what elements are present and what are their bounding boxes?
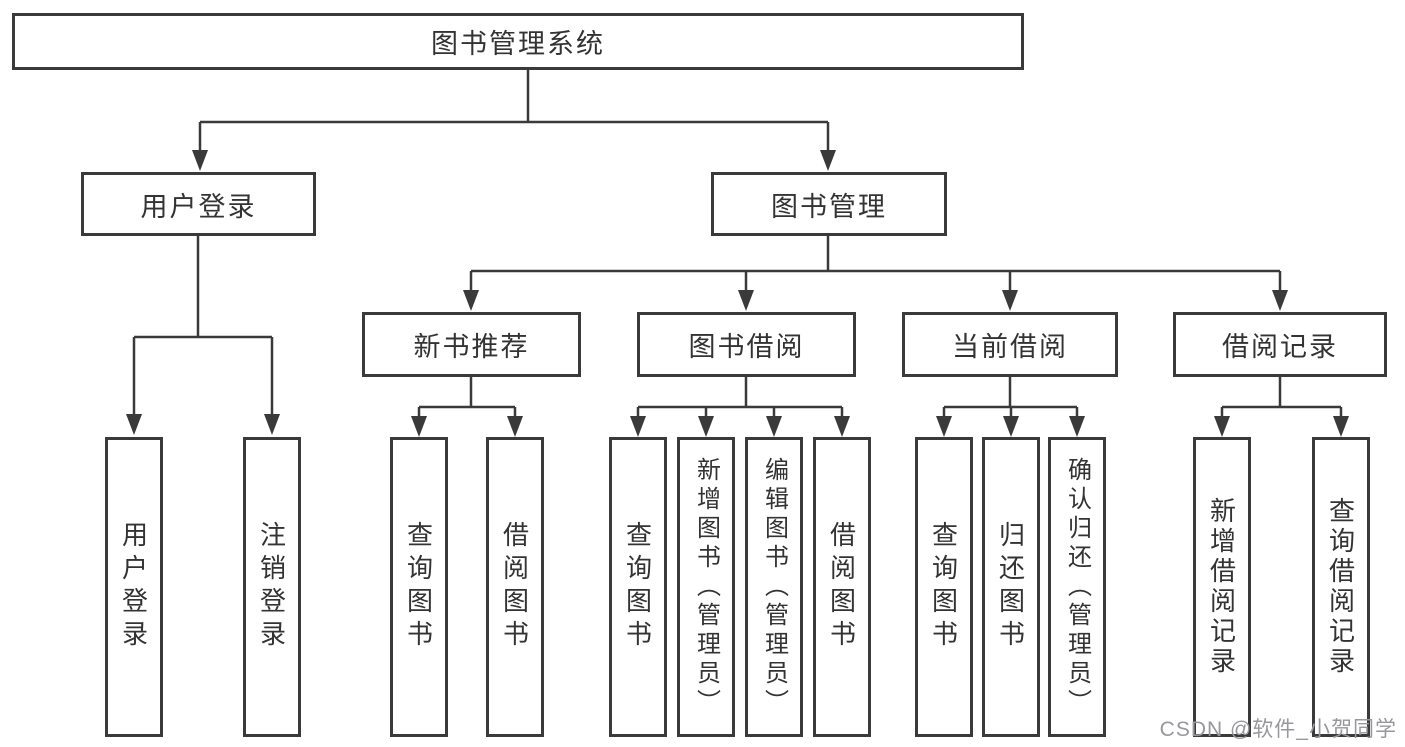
arrowhead-icon [1272,290,1288,311]
connector-book-mgmt-branch [463,236,1288,311]
arrowhead-icon [507,416,523,437]
connector-book-borrow-branch [630,377,850,437]
arrowhead-icon [1333,416,1349,437]
leaf-confirm-return-admin: 确认归还（管理员） [1048,437,1106,737]
connector-borrow-records-branch [1214,377,1349,437]
arrowhead-icon [834,416,850,437]
node-user-login: 用户登录 [81,172,316,236]
leaf-query-books-borrow: 查询图书 [609,437,667,737]
arrowhead-icon [820,150,836,171]
connector-line [417,377,517,418]
arrowhead-icon [630,416,646,437]
arrowhead-icon [1214,416,1230,437]
leaf-query-borrow-record: 查询借阅记录 [1312,437,1370,737]
leaf-user-login: 用户登录 [105,437,163,737]
connector-line [469,236,1282,292]
node-root: 图书管理系统 [12,13,1024,70]
arrowhead-icon [698,416,714,437]
leaf-borrow-books: 借阅图书 [813,437,871,737]
connector-line [1220,377,1343,418]
connector-line [942,377,1079,418]
arrowhead-icon [766,416,782,437]
leaf-query-books-current: 查询图书 [915,437,973,737]
node-borrow-records: 借阅记录 [1173,312,1387,377]
arrowhead-icon [126,414,142,435]
leaf-query-books-recommend: 查询图书 [390,437,448,737]
connector-line [636,377,844,418]
node-book-borrow: 图书借阅 [637,312,856,377]
connector-new-book-rec-branch [411,377,523,437]
node-current-borrow: 当前借阅 [902,312,1118,377]
arrowhead-icon [411,416,427,437]
node-book-mgmt: 图书管理 [711,172,947,236]
leaf-return-book: 归还图书 [982,437,1040,737]
connector-user-login-branch [126,236,280,435]
leaf-logout: 注销登录 [243,437,301,737]
node-new-book-rec: 新书推荐 [362,312,581,377]
leaf-add-book-admin: 新增图书（管理员） [677,437,735,737]
connector-current-borrow-branch [936,377,1085,437]
arrowhead-icon [738,290,754,311]
arrowhead-icon [192,150,208,171]
arrowhead-icon [264,414,280,435]
connector-root-to-level2 [192,70,836,171]
connector-line [198,70,830,152]
leaf-borrow-books-recommend: 借阅图书 [486,437,544,737]
leaf-edit-book-admin: 编辑图书（管理员） [745,437,803,737]
connector-line [132,236,274,416]
arrowhead-icon [463,290,479,311]
csdn-watermark: CSDN @软件_小贺同学 [1159,718,1397,741]
arrowhead-icon [1003,416,1019,437]
arrowhead-icon [1002,290,1018,311]
leaf-add-borrow-record: 新增借阅记录 [1193,437,1251,737]
arrowhead-icon [936,416,952,437]
arrowhead-icon [1069,416,1085,437]
